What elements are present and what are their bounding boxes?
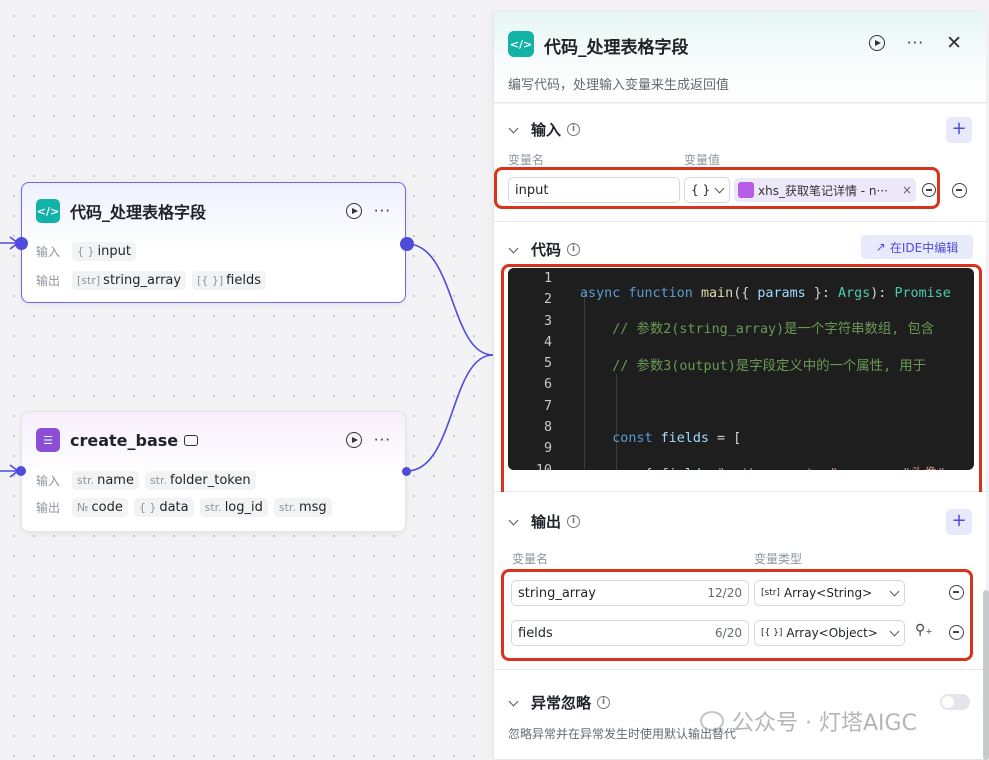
- output-type-select[interactable]: [{ }]Array<Object>: [754, 620, 905, 646]
- info-icon: i: [597, 696, 611, 709]
- scrollbar[interactable]: [983, 590, 989, 760]
- plugin-icon: [738, 182, 754, 198]
- run-icon[interactable]: [868, 35, 885, 51]
- chevron-down-icon: [508, 243, 519, 253]
- input-label: 输入: [36, 474, 61, 488]
- code-section: 代码 i ↗在IDE中编辑 12345678910 async function…: [494, 222, 986, 502]
- exception-description: 忽略异常并在异常发生时使用默认输出替代: [508, 727, 737, 741]
- more-icon[interactable]: ···: [906, 34, 925, 52]
- panel-header: </> 代码_处理表格字段 ··· ✕ 编写代码，处理输入变量来生成返回值: [494, 12, 986, 103]
- watermark: 公众号 · 灯塔AIGC: [700, 705, 917, 737]
- output-type-select[interactable]: [str]Array<String>: [754, 580, 905, 606]
- input-section-header[interactable]: 输入 i: [508, 119, 581, 140]
- highlight-box: [494, 167, 940, 209]
- code-editor[interactable]: 12345678910 async function main({ params…: [508, 268, 974, 470]
- code-lines: async function main({ params }: Args): P…: [580, 286, 951, 470]
- highlight-box: [501, 264, 982, 502]
- code-section-header[interactable]: 代码 i: [508, 239, 581, 260]
- chevron-down-icon: [508, 123, 519, 133]
- plugin-icon: [184, 434, 199, 446]
- remove-output-icon[interactable]: [949, 585, 964, 600]
- panel-description: 编写代码，处理输入变量来生成返回值: [508, 78, 730, 93]
- wechat-icon: [700, 711, 724, 731]
- column-header-name: 变量名: [508, 153, 545, 167]
- node-code-processor[interactable]: </> 代码_处理表格字段 ··· 输入 { }input 输出 [str]st…: [21, 182, 406, 303]
- target-icon[interactable]: [922, 183, 936, 197]
- node-title: 代码_处理表格字段: [70, 203, 207, 222]
- input-port[interactable]: [15, 237, 28, 250]
- output-var-chip: [{ }]fields: [192, 271, 266, 290]
- add-output-button[interactable]: +: [946, 509, 972, 535]
- info-icon: i: [567, 243, 581, 256]
- external-link-icon: ↗: [875, 240, 886, 254]
- line-numbers: 12345678910: [508, 268, 574, 470]
- remove-reference-icon[interactable]: ×: [901, 183, 912, 197]
- remove-output-icon[interactable]: [949, 625, 964, 640]
- input-label: 输入: [36, 245, 61, 259]
- output-port[interactable]: [402, 467, 411, 476]
- input-var-chip: { }input: [72, 242, 136, 261]
- output-label: 输出: [36, 274, 61, 288]
- table-icon: ☰: [36, 428, 60, 452]
- node-title: create_base: [70, 430, 179, 450]
- code-icon: </>: [508, 31, 534, 57]
- output-var-chip: str.log_id: [199, 498, 268, 517]
- output-label: 输出: [36, 501, 61, 515]
- info-icon: i: [567, 515, 581, 528]
- more-icon[interactable]: ···: [373, 202, 391, 220]
- input-port[interactable]: [16, 466, 26, 476]
- output-port[interactable]: [400, 237, 414, 251]
- exception-section-header[interactable]: 异常忽略 i: [508, 692, 611, 713]
- input-variable-name[interactable]: input: [508, 177, 680, 203]
- edit-in-ide-button[interactable]: ↗在IDE中编辑: [861, 235, 973, 259]
- info-icon: i: [567, 123, 581, 136]
- output-section-header[interactable]: 输出 i: [508, 511, 581, 532]
- remove-input-icon[interactable]: [952, 183, 967, 198]
- input-type-select[interactable]: { }: [684, 177, 730, 203]
- chevron-down-icon: [508, 696, 519, 706]
- output-var-chip: { }data: [133, 498, 194, 517]
- add-child-icon[interactable]: ⚲₊: [915, 622, 933, 638]
- highlight-box: [501, 569, 973, 661]
- close-icon[interactable]: ✕: [946, 32, 962, 54]
- run-icon[interactable]: [345, 432, 362, 448]
- run-icon[interactable]: [345, 203, 362, 219]
- node-create-base[interactable]: ☰ create_base ··· 输入 str.name str.folder…: [21, 411, 406, 532]
- column-header-value: 变量值: [684, 153, 721, 167]
- code-icon: </>: [36, 199, 60, 223]
- add-input-button[interactable]: +: [946, 117, 972, 143]
- input-var-chip: str.folder_token: [144, 471, 256, 490]
- panel-title: 代码_处理表格字段: [544, 38, 689, 58]
- ignore-exception-toggle[interactable]: [940, 694, 970, 710]
- output-var-chip: str.msg: [273, 498, 332, 517]
- chevron-down-icon: [508, 515, 519, 525]
- output-var-chip: [str]string_array: [72, 271, 187, 290]
- node-config-panel: </> 代码_处理表格字段 ··· ✕ 编写代码，处理输入变量来生成返回值 输入…: [493, 12, 986, 760]
- more-icon[interactable]: ···: [373, 431, 391, 449]
- variable-reference-tag[interactable]: xhs_获取笔记详情 - n··· ×: [734, 178, 916, 202]
- column-header-type: 变量类型: [754, 552, 803, 566]
- input-var-chip: str.name: [72, 471, 139, 490]
- input-section: 输入 i + 变量名 变量值 input { } xhs_获取笔记详情 - n·…: [494, 104, 986, 222]
- column-header-name: 变量名: [512, 552, 549, 566]
